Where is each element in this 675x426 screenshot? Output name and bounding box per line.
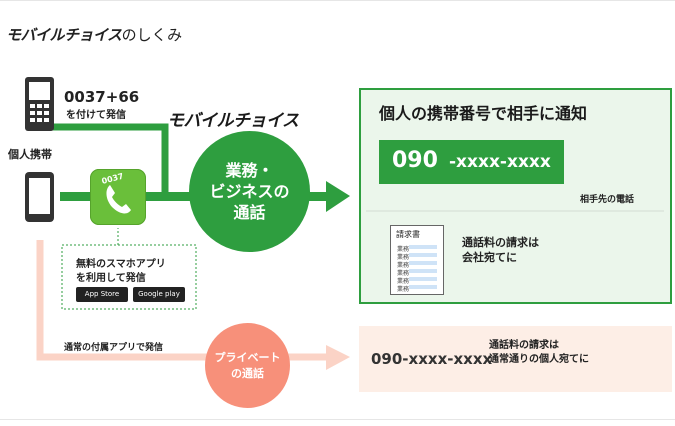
personal-phone-label: 個人携帯	[8, 148, 52, 161]
remote-phone-label: 相手先の電話	[580, 195, 635, 205]
business-call-line3: 通話	[233, 203, 266, 222]
company-billing-note: 通話料の請求は 会社宛てに	[462, 235, 539, 265]
caller-id-prefix: 090	[392, 148, 438, 173]
company-billing-line1: 通話料の請求は	[462, 236, 539, 249]
google-play-badge[interactable]: Google play	[133, 287, 185, 302]
business-call-line2: ビジネスの	[209, 182, 290, 201]
private-call-line2: の通話	[231, 366, 264, 380]
invoice-document-icon: 請求書 業務 業務 業務 業務 業務 業務	[390, 225, 444, 295]
normal-call-note: 通常の付属アプリで発信	[64, 343, 164, 353]
smartphone-icon	[25, 172, 54, 222]
app-callout-box	[61, 244, 197, 310]
private-result-panel	[359, 326, 672, 392]
app-store-badge[interactable]: App Store	[76, 287, 128, 302]
invoice-row-bar	[409, 277, 437, 281]
invoice-row: 業務	[397, 278, 410, 285]
app-note-line2: を利用して発信	[76, 273, 146, 284]
invoice-row-bar	[409, 245, 437, 249]
mobile-choice-logo: モバイルチョイス	[167, 111, 299, 131]
app-note-line1: 無料のスマホアプリ	[76, 259, 166, 270]
bottom-divider	[0, 419, 675, 420]
top-divider	[0, 0, 675, 1]
app-note: 無料のスマホアプリ を利用して発信	[76, 258, 166, 286]
title-suffix: のしくみ	[121, 26, 183, 44]
pink-flow-arrowhead	[326, 345, 350, 370]
invoice-row: 業務	[397, 246, 410, 253]
caller-id-rest: -xxxx-xxxx	[449, 152, 551, 172]
business-panel-title: 個人の携帯番号で相手に通知	[379, 104, 588, 123]
green-flow-arrowhead	[326, 181, 350, 212]
page-title: モバイルチョイスのしくみ	[6, 24, 182, 45]
personal-billing-line2: 通常通りの個人宛てに	[489, 354, 589, 365]
panel-divider	[366, 210, 664, 212]
invoice-row-bar	[409, 253, 437, 257]
invoice-row-bar	[409, 285, 437, 289]
dial-prefix: 0037+66	[64, 88, 140, 106]
mobile-choice-app-icon: 0037	[90, 169, 146, 225]
phone-handset-icon: 0037	[101, 172, 131, 214]
invoice-row-bar	[409, 269, 437, 273]
dial-prefix-note: を付けて発信	[66, 110, 126, 121]
title-logo: モバイルチョイス	[6, 26, 122, 44]
business-result-panel	[359, 88, 672, 304]
private-caller-number: 090-xxxx-xxxx	[371, 350, 493, 368]
invoice-row-bar	[409, 261, 437, 265]
personal-billing-line1: 通話料の請求は	[489, 340, 559, 351]
invoice-row: 業務	[397, 270, 410, 277]
feature-phone-icon	[25, 77, 54, 131]
private-call-circle: プライベート の通話	[205, 323, 290, 408]
invoice-row: 業務	[397, 286, 410, 293]
personal-billing-note: 通話料の請求は 通常通りの個人宛てに	[489, 339, 589, 367]
company-billing-line2: 会社宛てに	[462, 251, 517, 264]
app-icon-code: 0037	[101, 172, 125, 186]
business-call-line1: 業務・	[225, 161, 274, 180]
private-call-line1: プライベート	[214, 350, 281, 364]
invoice-row: 業務	[397, 262, 410, 269]
business-call-circle: 業務・ ビジネスの 通話	[189, 131, 310, 252]
caller-id-number-bar: 090 -xxxx-xxxx	[379, 140, 564, 184]
invoice-row: 業務	[397, 254, 410, 261]
invoice-title: 請求書	[396, 230, 420, 239]
